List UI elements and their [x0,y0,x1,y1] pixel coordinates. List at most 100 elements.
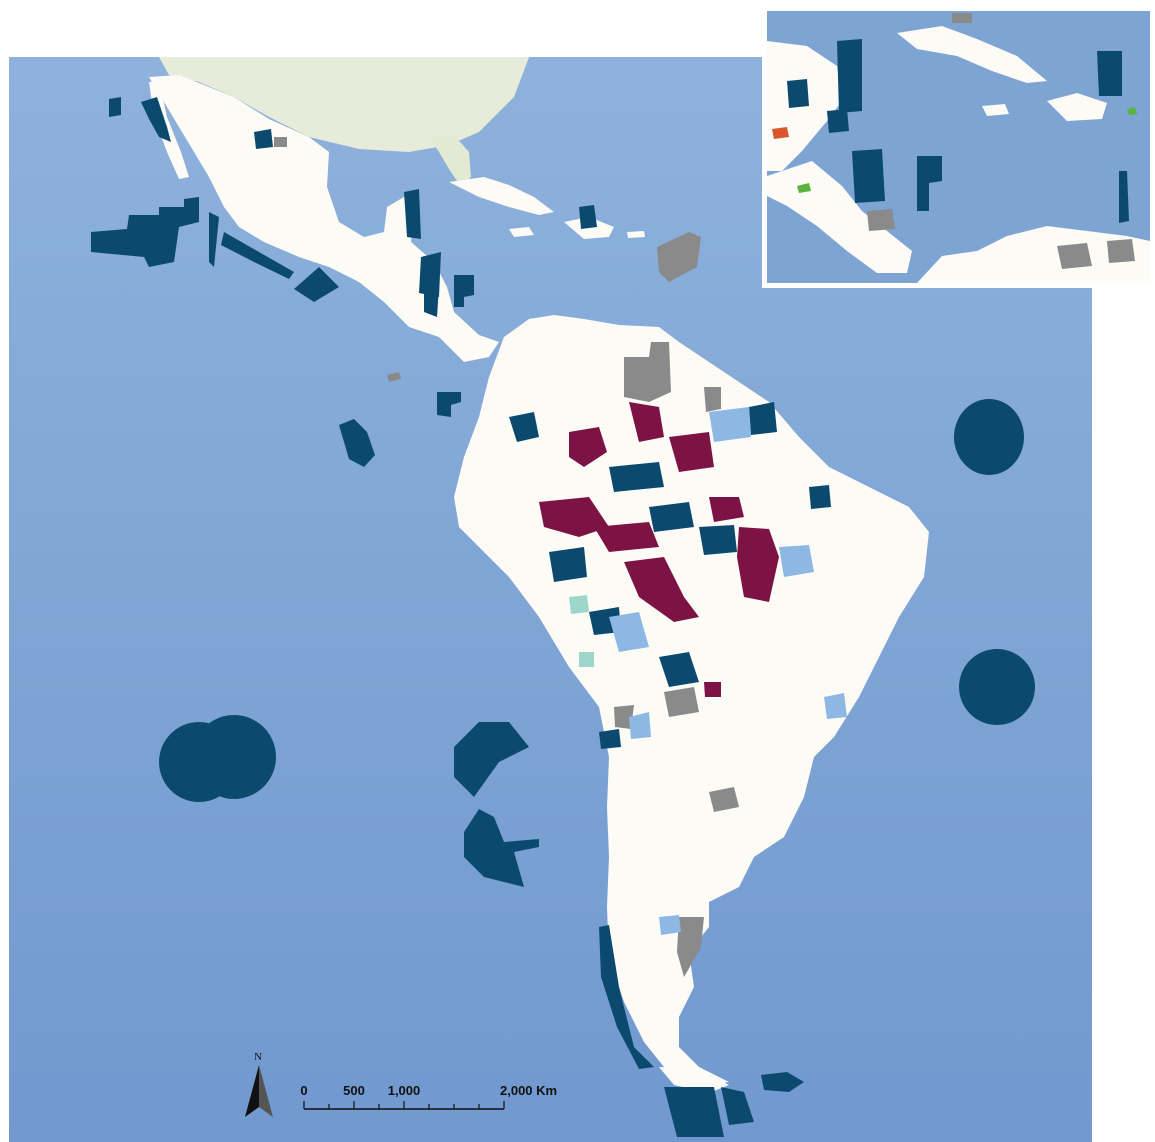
teal-b [579,652,594,667]
bolivia-gray [664,687,699,717]
light-c [609,612,649,652]
gulf-of-california-area [141,97,171,142]
central-america-area [424,282,439,317]
juan-fernandez-a [454,722,529,797]
patagonia-gray [709,787,739,812]
drake-area-b [721,1087,754,1125]
dark-j [254,129,273,149]
maroon-a [569,427,607,467]
cocos-block [437,392,461,417]
teal-areas [569,595,594,667]
inset-green-area-b [1127,107,1137,115]
dark-f [659,652,699,687]
maroon-i [704,682,721,697]
dark-d [549,547,587,582]
inset-dark-e [787,79,809,108]
maroon-areas [539,402,779,697]
pacific-guatemala-block [294,267,339,302]
inset-gray-a [952,13,972,23]
dark-i [699,525,737,555]
florida-basemap [429,135,471,187]
inset-jamaica [982,104,1009,116]
dark-h [749,402,777,435]
mexico-central-america-land [149,75,499,362]
jamaica [509,227,534,237]
north-arrow-icon: N [245,1051,273,1117]
pacific-gray [387,372,401,382]
inset-dark-a [837,39,862,113]
dark-b [609,462,664,492]
atlantic-ellipse-north [954,399,1024,475]
argentina-gray-a [677,917,704,977]
juan-fernandez-b [464,809,539,887]
chile-coast-area [599,925,654,1069]
scale-bar-label: 0 [300,1083,307,1098]
inset-gray-areas [867,13,1135,269]
clipperton-area [109,97,121,117]
terrestrial-dark-areas [254,129,831,749]
inset-cuba [897,26,1047,83]
cuba [449,177,554,215]
inset-hispaniola [1047,93,1107,121]
inset-dark-b [1097,51,1122,96]
inset-gray-d [1107,239,1135,263]
atlantic-circle-south [959,649,1035,725]
scale-bar-label: 500 [343,1083,365,1098]
teal-a [569,595,589,614]
inset-dark-d [917,156,942,211]
light-d [659,915,681,935]
north-arrow-left [245,1065,259,1117]
north-america-basemap [159,57,529,152]
cayman-block [579,205,597,229]
caribbean-block [454,275,474,307]
scale-bar-label: 1,000 [388,1083,421,1098]
maroon-b [629,402,664,442]
revillagigedo-block [91,197,199,267]
inset-orange-area [772,127,789,139]
marine-protected-areas [91,97,1035,1137]
light-a [709,407,751,442]
north-arrow-right [259,1065,273,1117]
tierra-del-fuego [659,1067,729,1093]
light-e [824,693,847,719]
maroon-c [669,432,714,472]
maroon-g [737,527,779,602]
dark-g [809,485,831,509]
falklands-area [761,1072,804,1092]
pacific-mexico-strip [209,212,219,267]
gulf-gray [274,137,287,147]
inset-dark-c [852,149,885,203]
inset-dark-g [827,109,849,133]
north-label: N [254,1051,262,1063]
dark-a [509,412,539,442]
maroon-f [624,557,699,622]
galapagos [339,419,375,467]
light-b [779,545,814,577]
gray-areas [274,137,739,977]
dark-c [649,502,694,532]
scale-bar-label: 2,000 Km [500,1083,557,1098]
puerto-rico [627,231,645,238]
drake-area-a [664,1087,724,1137]
pacific-mexico-arc [221,232,294,279]
inset-dark-areas [787,39,1129,223]
caribbean-inset-map [762,6,1155,288]
dark-k [599,729,621,749]
inset-gray-c [1057,243,1092,269]
inset-dark-f [1119,171,1129,223]
maroon-e [594,522,659,552]
light-f [629,712,651,739]
guiana-gray-b [704,387,721,412]
maroon-h [709,497,744,522]
argentina-gray-b [614,705,634,729]
maroon-d [539,497,609,537]
yucatan-area [404,189,421,239]
inset-gray-b [867,209,895,231]
inset-green-area [797,183,811,193]
lesser-antilles-gray [657,232,701,282]
guiana-gray-a [624,342,671,402]
light-blue-areas [609,407,847,935]
scale-bar: 0 500 1,000 2,000 Km [300,1083,557,1110]
pacific-circle-b [192,715,276,799]
inset-south-america [917,226,1150,283]
